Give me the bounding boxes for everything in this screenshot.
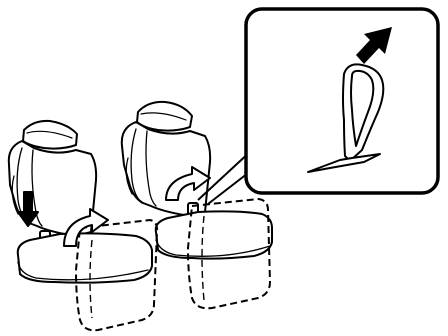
cushion-right (156, 211, 272, 258)
cushion-left (18, 233, 152, 282)
headrest-left (23, 121, 77, 149)
strap-detail-inset (198, 9, 438, 204)
